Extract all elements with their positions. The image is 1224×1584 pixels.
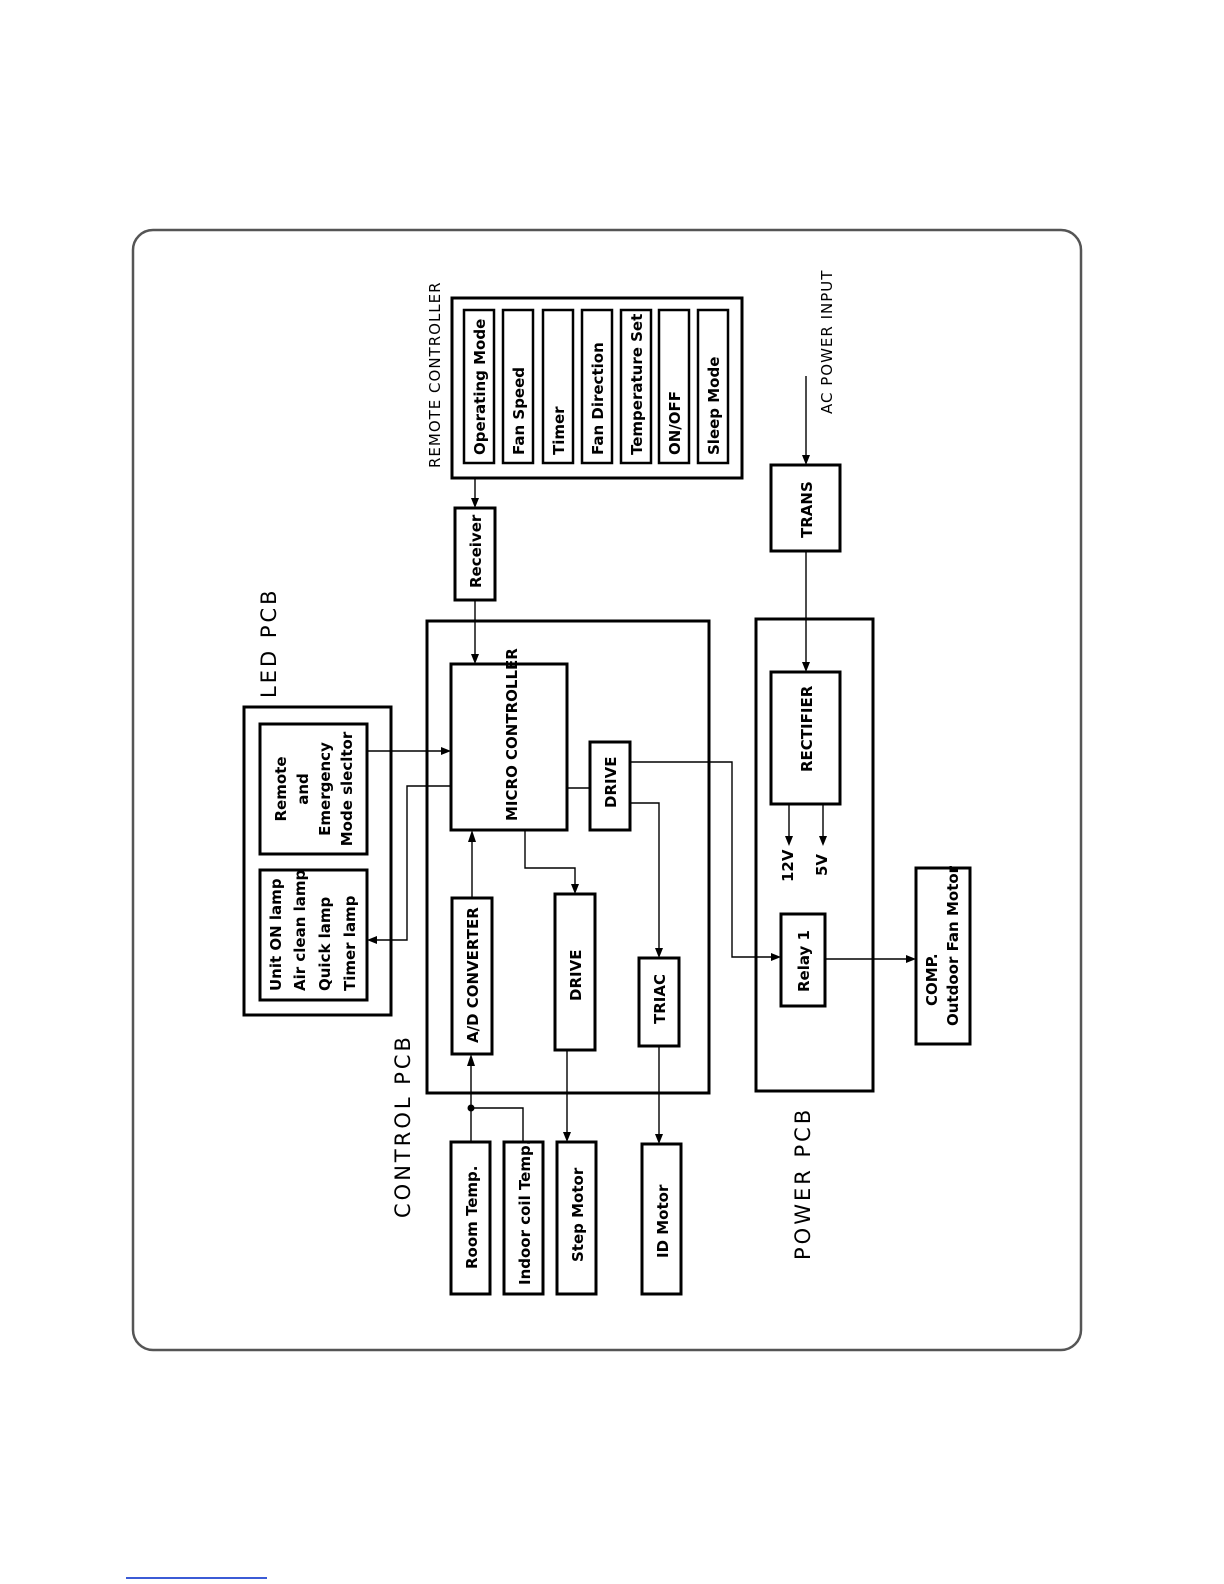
receiver-box: [453, 506, 497, 602]
remote-button-temperature-set: [619, 308, 653, 465]
relay-label: Relay 1: [795, 930, 813, 992]
remote-button-label: ON/OFF: [666, 391, 684, 455]
footer-rule: [126, 1577, 267, 1579]
remote-button-label: Fan Direction: [589, 342, 607, 455]
rectifier-label: RECTIFIER: [798, 685, 816, 772]
step-motor-label: Step Motor: [569, 1167, 587, 1262]
outdoor-fan-motor-label: Outdoor Fan Motor: [944, 865, 962, 1026]
micro-controller-label: MICRO CONTROLLER: [503, 648, 521, 821]
comp-label: COMP.: [923, 953, 941, 1006]
mode-selector-line: Mode slecltor: [338, 731, 356, 846]
outer-frame: [131, 228, 1083, 1352]
led-lamp-label: Air clean lamp: [291, 870, 309, 991]
remote-button-fan-direction: [580, 308, 614, 465]
drive-relay-box: [588, 740, 632, 832]
remote-button-label: Operating Mode: [471, 319, 489, 455]
remote-button-fan-speed: [501, 308, 535, 465]
drive-step-box: [553, 892, 597, 1052]
mode-selector-line: and: [294, 773, 312, 805]
remote-button-operating-mode: [462, 308, 496, 465]
ad-converter-label: A/D CONVERTER: [464, 907, 482, 1043]
comp-fan-box: [914, 866, 972, 1046]
micro-controller-box: [449, 662, 569, 832]
led-lamp-label: Quick lamp: [316, 896, 334, 991]
led-pcb-label: LED PCB: [257, 587, 281, 698]
connection-wires: [367, 376, 916, 1144]
mode-selector-line: Emergency: [316, 742, 334, 836]
room-temp-box: [449, 1140, 492, 1296]
led-lamp-label: Timer lamp: [341, 895, 359, 991]
remote-button-on-off: [657, 308, 691, 465]
rectifier-box: [769, 670, 842, 806]
led-lamps-text: Unit ON lamp Air clean lamp Quick lamp T…: [267, 870, 359, 991]
remote-controller-label: REMOTE CONTROLLER: [426, 281, 444, 468]
mode-selector-text: Remote and Emergency Mode slecltor: [272, 731, 356, 846]
indoor-coil-temp-box: [502, 1140, 545, 1296]
voltage-5v-label: 5V: [813, 854, 831, 876]
trans-label: TRANS: [798, 481, 816, 538]
step-motor-box: [555, 1140, 598, 1296]
relay-box: [779, 912, 827, 1008]
ac-power-input-label: AC POWER INPUT: [818, 270, 836, 414]
drive-relay-label: DRIVE: [602, 757, 620, 808]
mode-selector-line: Remote: [272, 756, 290, 821]
remote-button-label: Fan Speed: [510, 367, 528, 455]
remote-button-timer: [541, 308, 575, 465]
trans-box: [769, 463, 842, 553]
drive-step-label: DRIVE: [567, 950, 585, 1001]
remote-button-label: Sleep Mode: [705, 357, 723, 455]
receiver-label: Receiver: [467, 514, 485, 588]
remote-buttons: Operating Mode Fan Speed Timer Fan Direc…: [462, 308, 730, 465]
mode-selector-box: [258, 722, 369, 856]
remote-button-label: Temperature Set: [628, 314, 646, 455]
id-motor-box: [640, 1142, 683, 1296]
led-lamp-label: Unit ON lamp: [267, 878, 285, 991]
room-temp-label: Room Temp.: [463, 1166, 481, 1270]
triac-label: TRIAC: [651, 974, 669, 1024]
id-motor-label: ID Motor: [654, 1184, 672, 1258]
voltage-12v-label: 12V: [779, 849, 797, 882]
remote-button-sleep-mode: [696, 308, 730, 465]
power-pcb-label: POWER PCB: [791, 1107, 815, 1260]
remote-button-label: Timer: [550, 406, 568, 455]
indoor-coil-temp-label: Indoor coil Temp.: [516, 1140, 534, 1285]
control-pcb-label: CONTROL PCB: [391, 1034, 415, 1218]
led-lamps-box: [258, 868, 369, 1002]
